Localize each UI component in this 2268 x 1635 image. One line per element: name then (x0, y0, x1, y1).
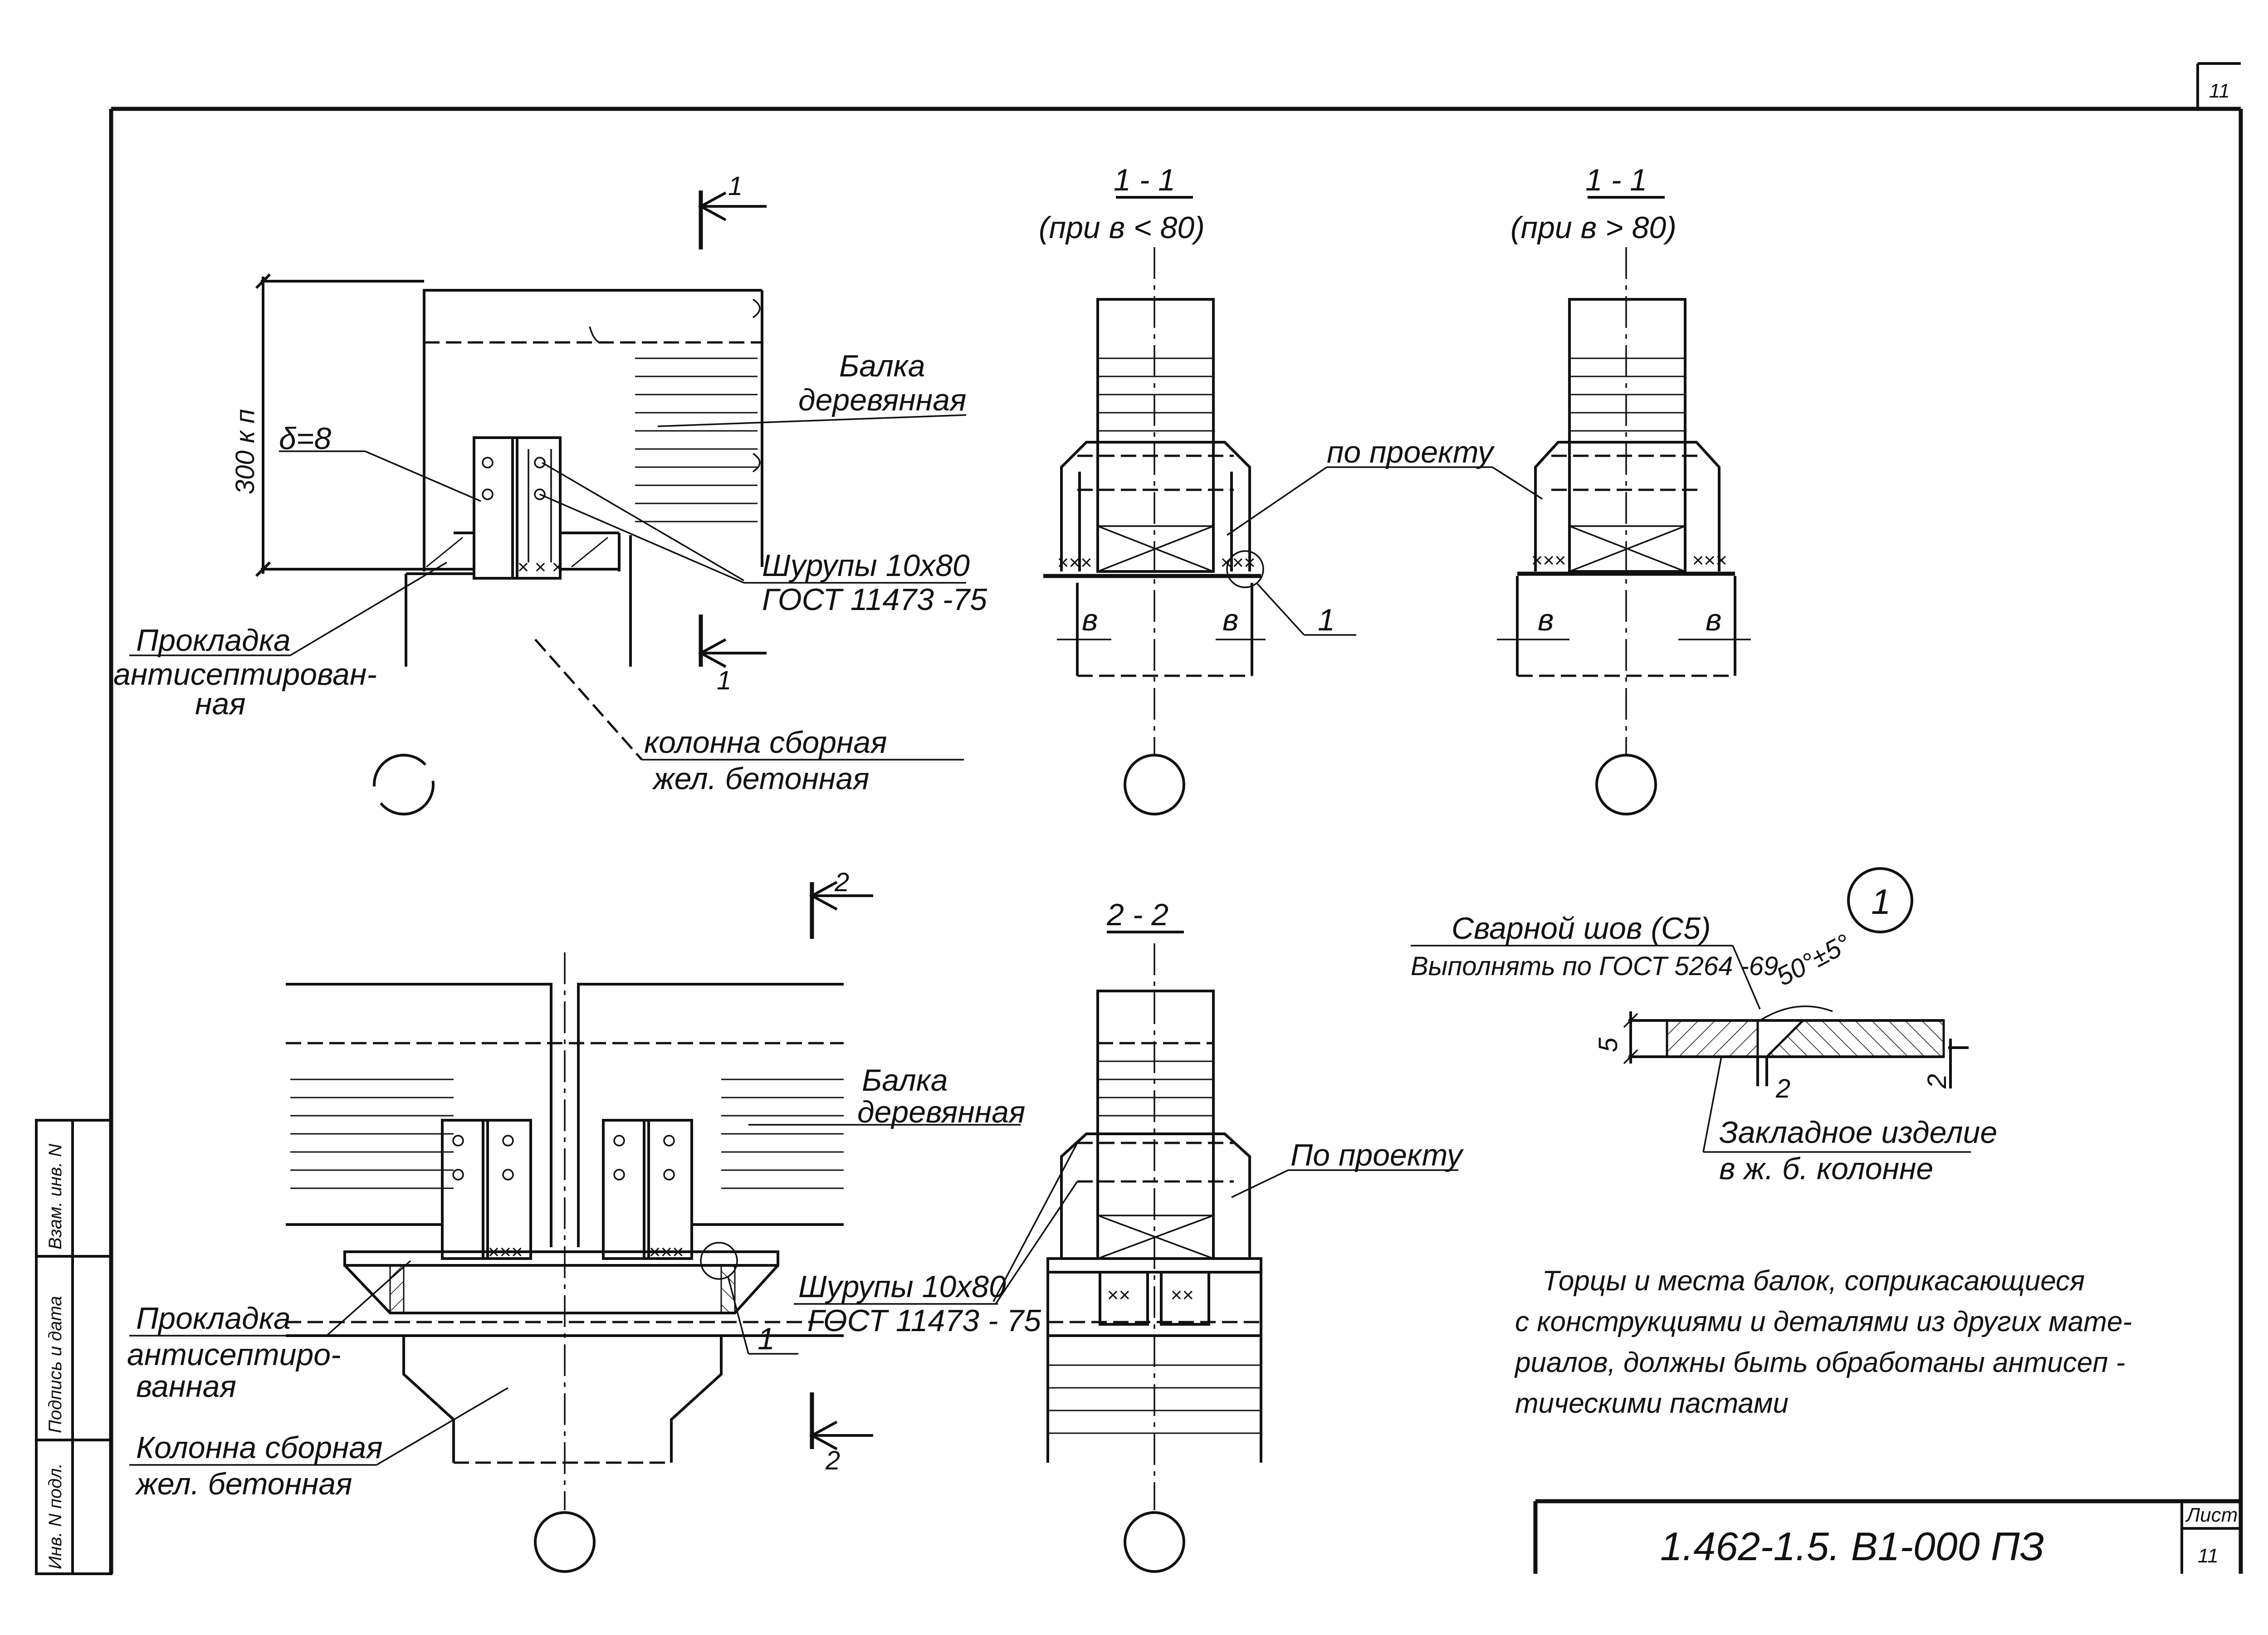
welds-22-a: ×× (1107, 1284, 1130, 1306)
general-note: Торцы и места балок, соприкасающиеся с к… (1514, 1265, 2132, 1419)
dim-5: 5 (1593, 1037, 1623, 1052)
sheet-number: 11 (2198, 1545, 2219, 1567)
section-2-2: 2 - 2 ×× ×× (794, 898, 1464, 1573)
side-inv-number: Инв. N подл. (45, 1463, 65, 1569)
cut-mark-1-bottom: 1 (717, 666, 731, 695)
dim-b-11a-left: в (1082, 603, 1098, 637)
beam-texture (635, 357, 758, 522)
note-line-4: тическими пастами (1515, 1388, 1789, 1419)
column-lines-22 (1048, 1364, 1261, 1434)
label-column-top-2: жел. бетонная (652, 761, 869, 796)
label-column-top-1: колонна сборная (644, 725, 887, 760)
section-1-1-small: 1 - 1 (при в < 80) ××× ××× в (1039, 163, 1356, 815)
side-signature-date: Подпись и дата (45, 1296, 65, 1433)
detail-ref-bottom: 1 (758, 1322, 775, 1356)
dim-b-11a-right: в (1222, 603, 1239, 637)
label-screws-top-1: Шурупы 10х80 (762, 548, 970, 583)
label-weld-1: Сварной шов (С5) (1452, 911, 1711, 946)
cut-mark-1-top: 1 (728, 171, 743, 201)
cond-section-11a: (при в < 80) (1039, 210, 1205, 245)
welds-11a-left: ××× (1057, 552, 1092, 574)
label-column-bottom-1: Колонна сборная (136, 1430, 383, 1465)
label-beam-bottom-1: Балка (862, 1063, 948, 1098)
label-column-bottom-2: жел. бетонная (135, 1467, 352, 1501)
dim-2b: 2 (1922, 1074, 1952, 1089)
label-screws-top-2: ГОСТ 11473 -75 (762, 582, 987, 617)
dim-b-11b-right: в (1706, 603, 1722, 637)
title-block: 1.462-1.5. В1-000 ПЗ Лист 11 (1533, 1499, 2241, 1574)
note-line-1: Торцы и места балок, соприкасающиеся (1542, 1265, 2085, 1297)
label-by-project-22: По проекту (1290, 1138, 1464, 1172)
detail-1: 1 Сварной шов (С5) Выполнять по ГОСТ 526… (1411, 867, 1997, 1186)
label-beam-top-1: Балка (839, 349, 925, 383)
bottom-plan-view: 2 2 (127, 868, 1025, 1573)
dim-300: 300 к п (230, 409, 260, 494)
title-section-22: 2 - 2 (1106, 898, 1168, 932)
label-pad-top-2: антисептирован- (113, 657, 377, 692)
section-1-1-large: 1 - 1 (при в > 80) ××× ××× в в (1497, 163, 1751, 815)
cond-section-11b: (при в > 80) (1510, 210, 1677, 245)
dim-2a: 2 (1775, 1074, 1790, 1103)
label-delta: δ=8 (279, 421, 331, 456)
welds-11b-right: ××× (1692, 549, 1727, 571)
dim-b-11b-left: в (1538, 603, 1554, 637)
note-line-3: риалов, должны быть обработаны антисеп - (1514, 1347, 2125, 1378)
label-beam-bottom-2: деревянная (857, 1095, 1025, 1129)
welds-11a-right: ××× (1220, 552, 1255, 574)
corner-sheet-number: 11 (2209, 80, 2230, 102)
cut-mark-2-top: 2 (834, 868, 849, 897)
label-embed-2: в ж. б. колонне (1719, 1152, 1933, 1186)
plate-welds: × × × (517, 556, 563, 578)
beam-section-lines-22 (1098, 1060, 1213, 1117)
label-screws-22-2: ГОСТ 11473 - 75 (807, 1303, 1041, 1338)
drawing-code: 1.462-1.5. В1-000 ПЗ (1660, 1524, 2044, 1569)
detail-node-number: 1 (1871, 882, 1891, 922)
welds-22-b: ×× (1170, 1284, 1193, 1306)
label-pad-bottom-3: ванная (136, 1369, 236, 1404)
sheet-label: Лист (2185, 1504, 2238, 1526)
top-plan-view: 1 1 × (113, 171, 987, 815)
side-replace-inv: Взам. инв. N (45, 1144, 65, 1249)
note-line-2: с конструкциями и деталями из других мат… (1515, 1306, 2132, 1337)
label-pad-bottom-2: антисептиро- (127, 1337, 341, 1372)
welds-11b-left: ××× (1531, 549, 1566, 571)
title-section-11a: 1 - 1 (1114, 163, 1175, 197)
detail-ref-11a: 1 (1318, 603, 1335, 637)
label-by-project-top: по проекту (1227, 435, 1543, 536)
side-strip: Инв. N подл. Подпись и дата Взам. инв. N (35, 1119, 112, 1575)
cut-mark-2-bottom: 2 (825, 1446, 840, 1475)
label-pad-top-3: ная (195, 687, 246, 721)
label-screws-22-1: Шурупы 10х80 (798, 1269, 1006, 1304)
bottom-beam-texture (290, 1079, 844, 1189)
label-pad-bottom-1: Прокладка (136, 1301, 291, 1336)
label-beam-top-2: деревянная (798, 383, 966, 417)
title-section-11b: 1 - 1 (1585, 163, 1647, 197)
label-pad-top-1: Прокладка (136, 623, 291, 658)
svg-text:по проекту: по проекту (1327, 435, 1495, 469)
label-weld-2: Выполнять по ГОСТ 5264 -69 (1411, 952, 1778, 981)
beam-section-lines-b (1569, 357, 1685, 432)
beam-section-lines-a (1098, 357, 1213, 432)
label-weld-angle: 50°±5° (1772, 928, 1856, 992)
label-embed-1: Закладное изделие (1719, 1115, 1997, 1150)
